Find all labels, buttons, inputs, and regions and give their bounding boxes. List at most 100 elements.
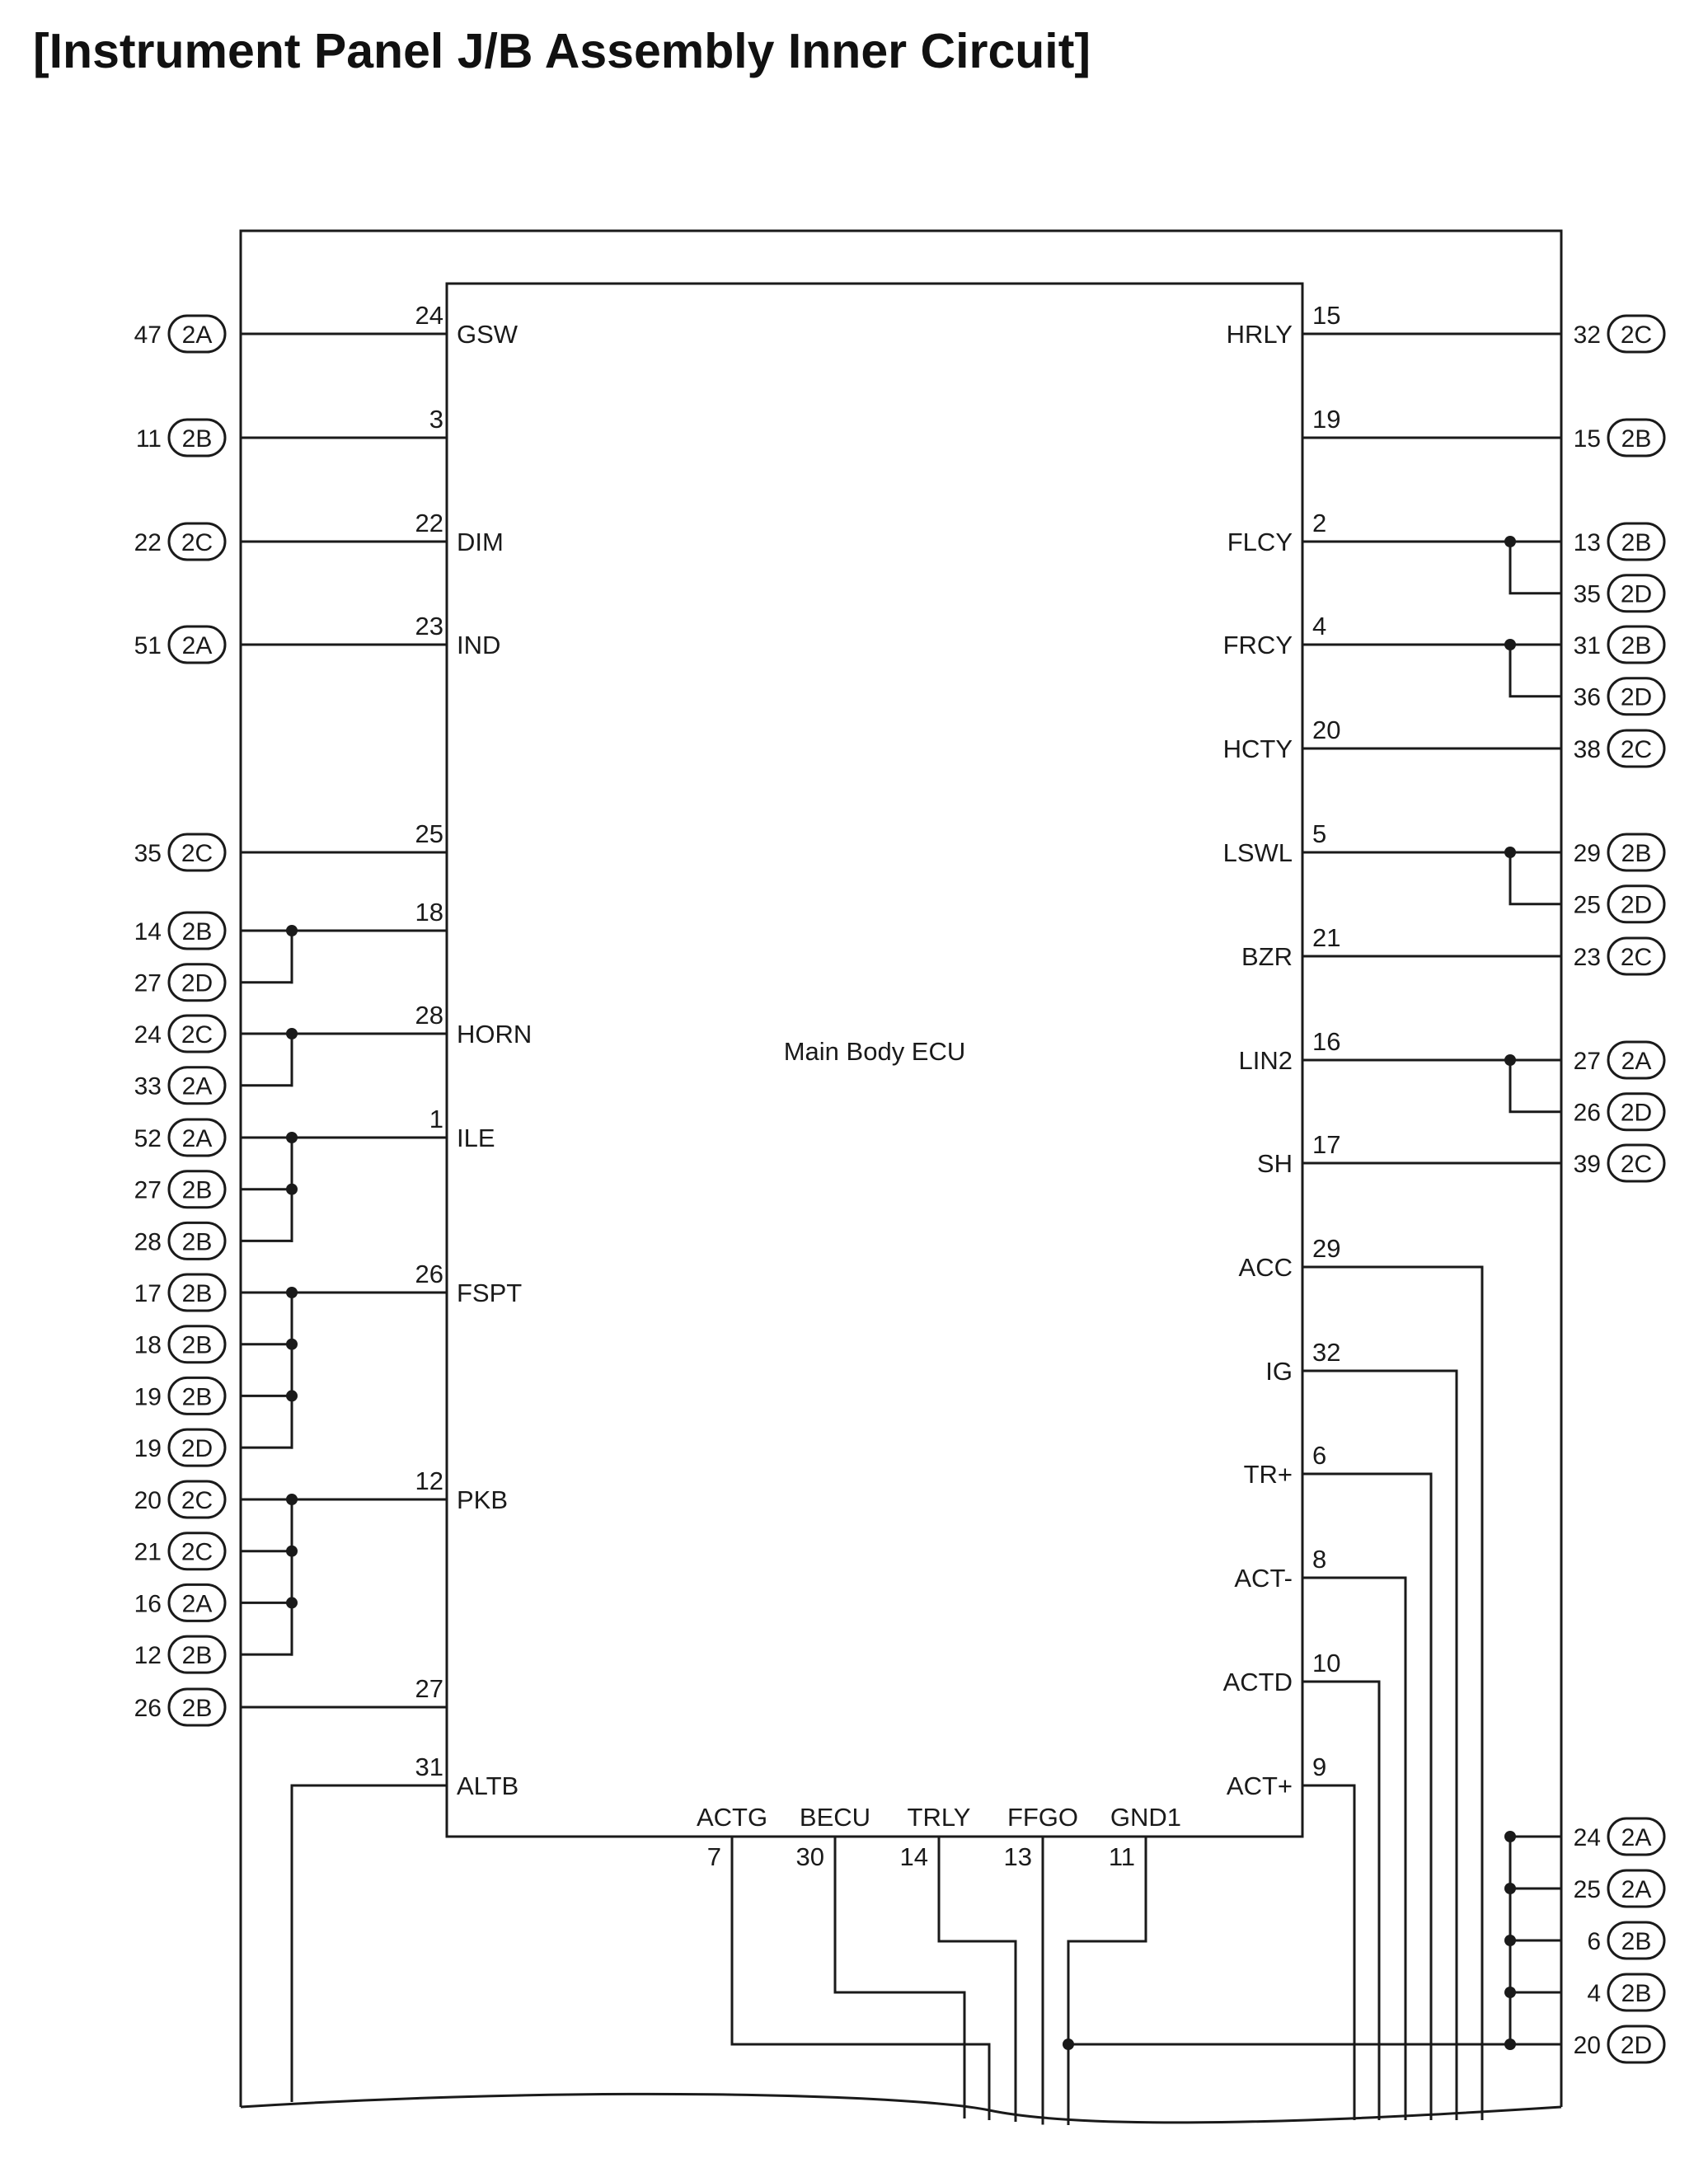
connector-badge xyxy=(167,1480,227,1519)
pin-name: LIN2 xyxy=(1239,1046,1293,1075)
connector-pin-number: 24 xyxy=(134,1021,162,1049)
connector-right: 35 2D xyxy=(1574,574,1666,613)
connector-badge xyxy=(1607,314,1666,354)
connector-id: 2C xyxy=(181,1021,213,1049)
connector-badge xyxy=(1607,1817,1666,1856)
connector-id: 2B xyxy=(182,1228,213,1255)
connector-badge xyxy=(167,963,227,1002)
connector-pin-number: 35 xyxy=(1574,581,1601,608)
pin-number: 21 xyxy=(1312,923,1340,952)
wire-trly xyxy=(937,1837,1017,2122)
wire-right-drop xyxy=(1302,1680,1381,2120)
pin-name: LSWL xyxy=(1223,838,1293,867)
connector-left: 47 2A xyxy=(134,314,227,354)
connector-id: 2B xyxy=(182,1177,213,1204)
connector-badge xyxy=(1607,1921,1666,1960)
connector-badge xyxy=(167,1170,227,1209)
pin-name: ACTG xyxy=(697,1803,767,1832)
connector-pin-number: 12 xyxy=(134,1642,162,1669)
junction-dot xyxy=(1504,1987,1516,1998)
connector-badge xyxy=(1607,1092,1666,1132)
connector-id: 2C xyxy=(181,1487,213,1514)
connector-badge xyxy=(167,1066,227,1105)
connector-id: 2B xyxy=(1621,529,1652,556)
connector-badge xyxy=(167,522,227,561)
connector-pin-number: 18 xyxy=(134,1332,162,1359)
pin-name: HCTY xyxy=(1223,734,1293,763)
pin-name: ALTB xyxy=(457,1771,518,1800)
connector-id: 2C xyxy=(1621,1151,1652,1178)
connector-badge xyxy=(167,911,227,950)
wire-right-drop xyxy=(1302,1472,1433,2120)
connector-pin-number: 19 xyxy=(134,1435,162,1462)
connector-id: 2D xyxy=(1621,684,1652,711)
pin-name: BECU xyxy=(800,1803,870,1832)
connector-pin-number: 14 xyxy=(134,918,162,945)
connector-badge xyxy=(1607,1973,1666,2012)
junction-dot xyxy=(286,1132,298,1143)
connector-id: 2A xyxy=(182,1590,213,1617)
connector-id: 2D xyxy=(1621,2032,1652,2059)
connector-badge xyxy=(1607,1869,1666,1908)
connector-id: 2D xyxy=(1621,1100,1652,1127)
wire-right-drop xyxy=(1302,1369,1458,2120)
connector-id: 2A xyxy=(182,321,213,349)
connector-id: 2C xyxy=(181,529,213,556)
connector-badge xyxy=(1607,833,1666,872)
connector-id: 2C xyxy=(181,840,213,867)
connector-pin-number: 11 xyxy=(136,425,162,453)
connector-right: 36 2D xyxy=(1574,677,1666,716)
pin-name: GND1 xyxy=(1110,1803,1181,1832)
connector-pin-number: 21 xyxy=(134,1539,162,1566)
pin-number: 23 xyxy=(415,612,443,640)
connector-pin-number: 27 xyxy=(1574,1048,1601,1075)
pin-number: 22 xyxy=(415,509,443,537)
connector-badge xyxy=(1607,1040,1666,1080)
connector-pin-number: 24 xyxy=(1574,1824,1601,1851)
connector-pin-number: 36 xyxy=(1574,684,1601,711)
wire-right-branch xyxy=(1509,1060,1561,1114)
connector-pin-number: 28 xyxy=(134,1228,162,1255)
junction-dot xyxy=(286,1028,298,1039)
connector-badge xyxy=(1607,574,1666,613)
connector-pin-number: 27 xyxy=(134,970,162,997)
connector-badge xyxy=(1607,2025,1666,2064)
connector-badge xyxy=(167,1376,227,1415)
connector-badge xyxy=(167,1687,227,1727)
connector-pin-number: 47 xyxy=(134,321,162,349)
connector-id: 2C xyxy=(1621,944,1652,971)
pin-number: 4 xyxy=(1312,612,1326,640)
connector-id: 2B xyxy=(182,1642,213,1669)
connector-id: 2B xyxy=(1621,1928,1652,1955)
junction-dot xyxy=(286,1183,298,1195)
connector-id: 2B xyxy=(182,1280,213,1307)
wire-right-branch xyxy=(1509,852,1561,906)
pin-number: 10 xyxy=(1312,1649,1340,1677)
pin-number: 29 xyxy=(1312,1234,1340,1263)
pin-number: 31 xyxy=(415,1752,443,1781)
connector-pin-number: 26 xyxy=(1574,1100,1601,1127)
connector-id: 2D xyxy=(1621,581,1652,608)
connector-id: 2B xyxy=(1621,425,1652,453)
connector-id: 2B xyxy=(1621,840,1652,867)
junction-dot xyxy=(286,925,298,936)
junction-dot xyxy=(286,1287,298,1298)
connector-pin-number: 15 xyxy=(1574,425,1601,453)
connector-pin-number: 20 xyxy=(134,1487,162,1514)
pin-name: FLCY xyxy=(1227,528,1293,556)
junction-dot xyxy=(286,1545,298,1557)
connector-badge xyxy=(167,1014,227,1053)
pin-number: 24 xyxy=(415,301,443,330)
junction-dot xyxy=(286,1390,298,1402)
connector-id: 2B xyxy=(182,425,213,453)
